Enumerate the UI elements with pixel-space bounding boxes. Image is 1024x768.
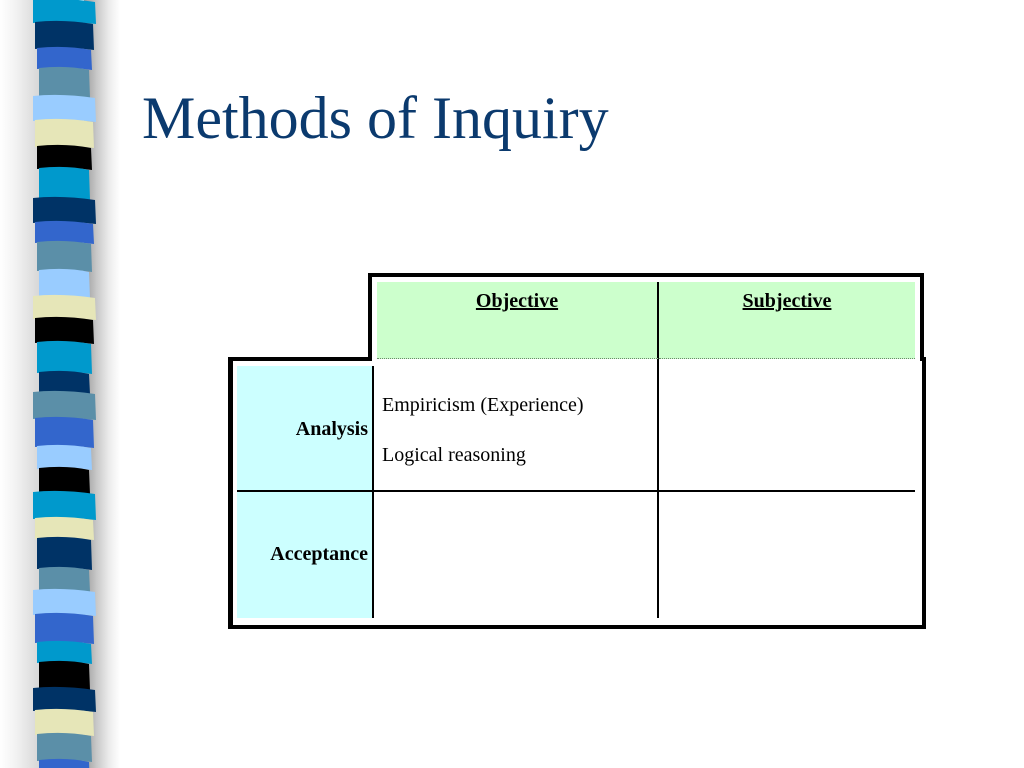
strip-block: [35, 516, 94, 540]
cell-analysis-subjective: [659, 359, 915, 492]
strip-block: [33, 588, 96, 616]
table-frame-top: [368, 273, 924, 361]
column-header-subjective: Subjective: [659, 282, 915, 359]
inquiry-table: Objective Subjective Analysis Acceptance…: [228, 273, 926, 629]
cell-acceptance-subjective: [659, 492, 915, 618]
strip-block: [33, 490, 96, 520]
strip-block: [37, 340, 92, 374]
strip-block: [37, 444, 92, 470]
row-header-acceptance: Acceptance: [237, 492, 374, 618]
strip-block: [33, 196, 96, 224]
strip-block: [37, 46, 92, 70]
strip-block: [39, 66, 90, 98]
strip-block: [39, 566, 90, 592]
strip-block: [37, 536, 92, 570]
column-header-objective: Objective: [377, 282, 659, 359]
strip-block: [39, 268, 90, 298]
strip-block: [33, 94, 96, 122]
striped-banner-decoration-icon: [0, 0, 120, 768]
strip-block: [33, 390, 96, 420]
cell-text-empiricism: Empiricism (Experience): [382, 394, 584, 416]
strip-block: [39, 660, 90, 690]
strip-block: [35, 708, 94, 736]
strip-block: [35, 612, 94, 644]
slide-title: Methods of Inquiry: [142, 85, 609, 151]
strip-block: [39, 166, 90, 200]
strip-block: [39, 466, 90, 494]
cell-text-logical-reasoning: Logical reasoning: [382, 444, 526, 466]
cell-acceptance-objective: [374, 492, 659, 618]
strip-block: [35, 118, 94, 148]
strip-block: [37, 640, 92, 664]
strip-block: [37, 732, 92, 762]
cell-analysis-objective: Empiricism (Experience) Logical reasonin…: [374, 359, 659, 492]
strip-block: [37, 144, 92, 170]
strip-block: [35, 20, 94, 50]
strip-block: [39, 758, 90, 768]
strip-block: [37, 240, 92, 272]
row-header-analysis: Analysis: [237, 366, 374, 492]
strip-block: [35, 416, 94, 448]
strip-block: [35, 316, 94, 344]
strip-block: [35, 220, 94, 244]
strip-block: [33, 294, 96, 320]
strip-block: [33, 0, 96, 24]
strip-block: [39, 370, 90, 394]
strip-block: [33, 686, 96, 712]
